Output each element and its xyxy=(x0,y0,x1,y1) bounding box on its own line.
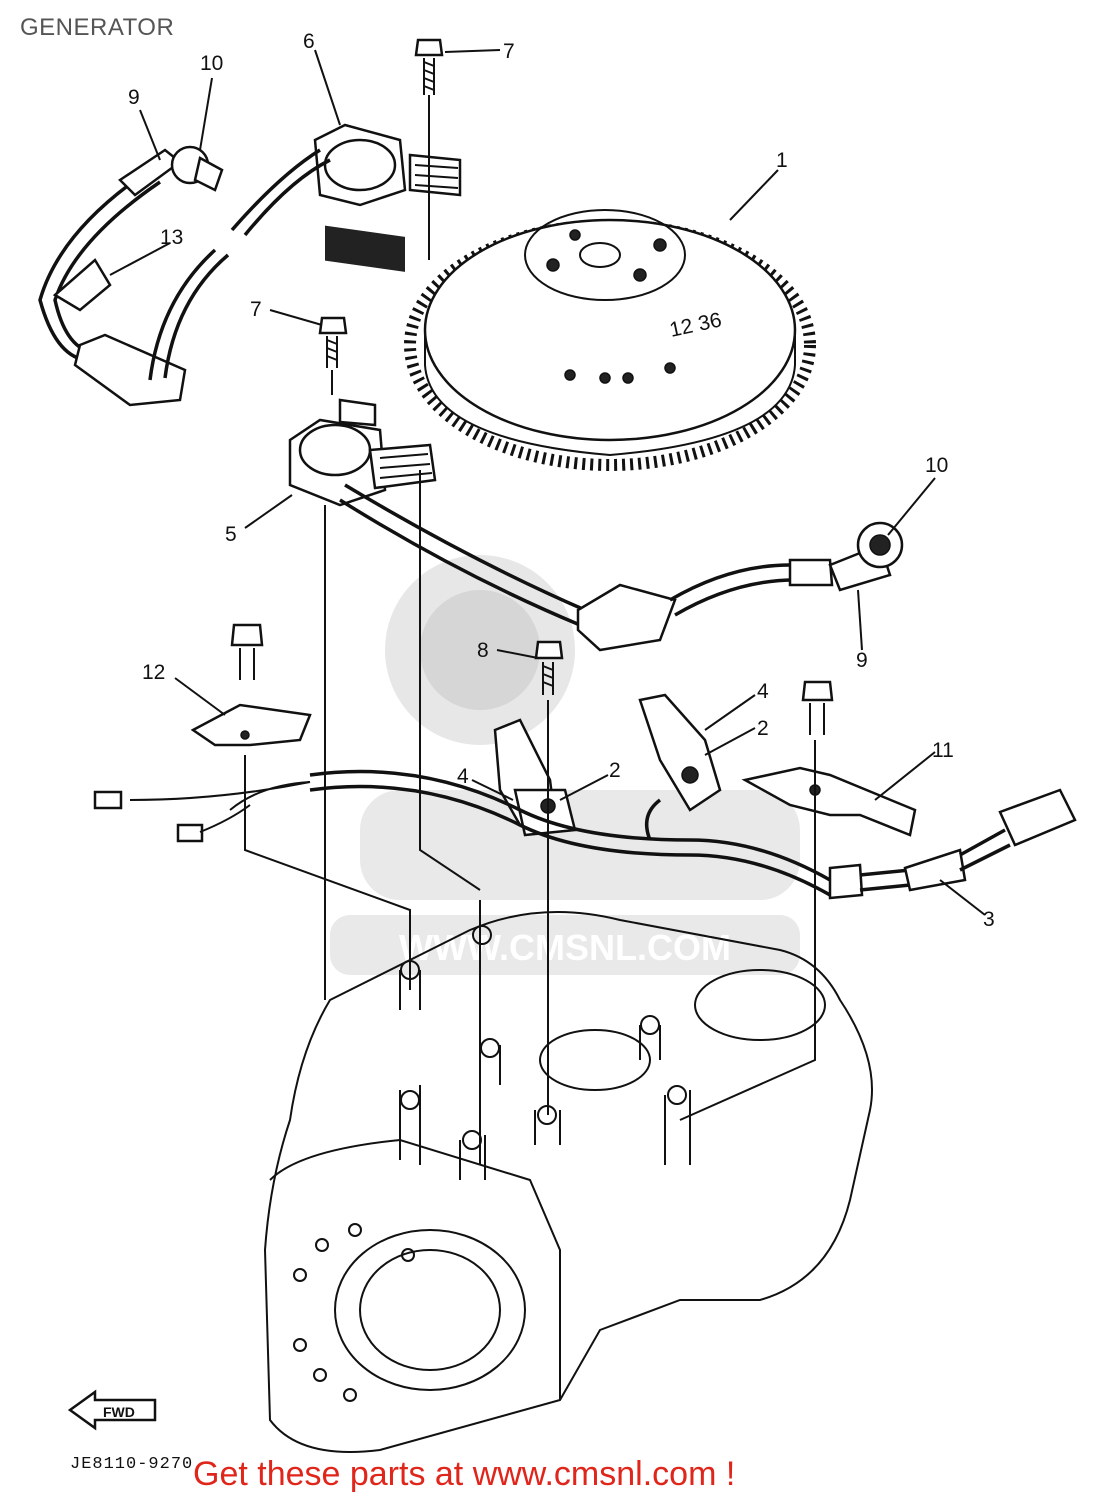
bolt-part-11-fastener xyxy=(801,680,834,735)
callout-10a: 10 xyxy=(200,52,223,75)
bolt-part-7-lower xyxy=(318,316,348,368)
diagram-title: GENERATOR xyxy=(20,14,175,41)
callout-4a: 4 xyxy=(757,680,769,703)
flywheel-part-1: 12 36 xyxy=(404,209,816,471)
callout-11: 11 xyxy=(932,739,954,762)
callout-13: 13 xyxy=(160,226,183,249)
callout-2b: 2 xyxy=(609,759,621,782)
callout-9a: 9 xyxy=(128,86,140,109)
fwd-label: FWD xyxy=(103,1404,135,1420)
callout-numbers: 1 2 2 3 4 4 5 6 7 7 8 9 9 10 10 11 12 13 xyxy=(128,30,995,931)
callout-7a: 7 xyxy=(503,40,515,63)
ignition-coil-part-6 xyxy=(313,123,462,272)
callout-6: 6 xyxy=(303,30,315,53)
ignition-coil-part-5 xyxy=(288,398,437,507)
callout-8: 8 xyxy=(477,639,489,662)
callout-1: 1 xyxy=(776,149,788,172)
callout-5: 5 xyxy=(225,523,237,546)
bolt-part-8 xyxy=(534,640,564,695)
callout-2a: 2 xyxy=(757,717,769,740)
drawing-code: JE8110-9270 xyxy=(70,1455,194,1474)
callout-4b: 4 xyxy=(457,765,469,788)
callout-3: 3 xyxy=(983,908,995,931)
footer-link-text[interactable]: Get these parts at www.cmsnl.com ! xyxy=(193,1455,736,1493)
forward-direction-arrow: FWD xyxy=(67,1389,157,1431)
bolt-part-12-fastener xyxy=(230,623,264,680)
bolt-part-7-top xyxy=(414,38,444,95)
high-tension-lead-right xyxy=(339,483,904,652)
watermark-text: WWW.CMSNL.COM xyxy=(399,927,731,968)
bracket-part-12 xyxy=(190,703,312,747)
pulser-coil-assembly xyxy=(93,693,1077,900)
callout-leader-lines xyxy=(109,49,986,916)
callout-9b: 9 xyxy=(856,649,868,672)
callout-12: 12 xyxy=(142,661,165,684)
high-tension-lead-left xyxy=(38,145,331,407)
crankcase-housing xyxy=(263,911,873,1453)
callout-7b: 7 xyxy=(250,298,262,321)
callout-10b: 10 xyxy=(925,454,948,477)
